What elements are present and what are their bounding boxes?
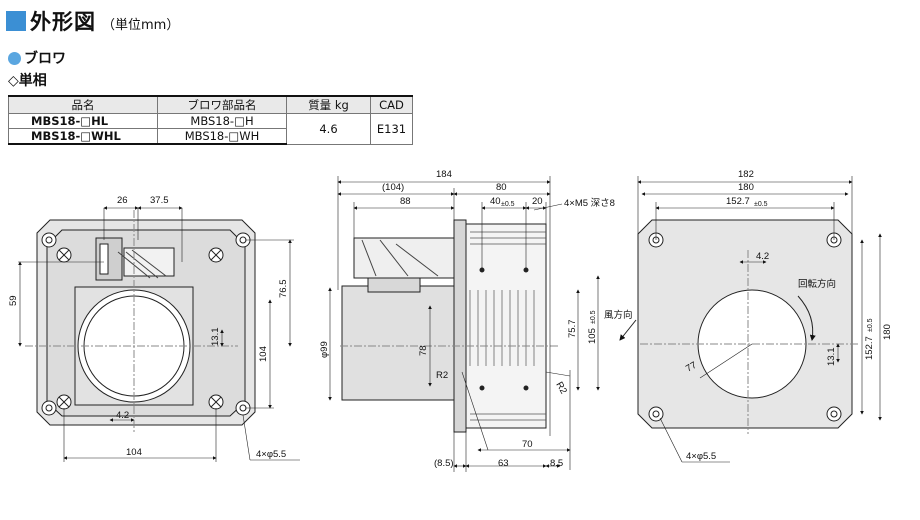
section-title: ブロワ	[24, 51, 66, 67]
airflow-label: 風方向	[604, 309, 633, 321]
screw-note: 4×M5 深さ8	[564, 198, 615, 209]
dim-80: 80	[496, 182, 507, 193]
dim-76-5: 76.5	[278, 280, 289, 299]
section-dot-icon	[8, 51, 21, 65]
dim-104-vertical: 104	[258, 346, 269, 362]
page-title: 外形図	[30, 10, 96, 34]
dim-180-vertical: 180	[882, 324, 893, 340]
dim-63: 63	[498, 458, 509, 469]
side-motor-body	[341, 285, 455, 401]
col-header-mass: 質量 kg	[286, 95, 371, 114]
header: 外形図 （単位mm）	[6, 6, 179, 36]
part-cell: MBS18-□WH	[157, 128, 287, 145]
dim-105: 105	[587, 328, 598, 344]
back-holes-note: 4×φ5.5	[686, 451, 716, 462]
section-heading: ブロワ	[8, 48, 66, 68]
table-row: MBS18-□WHL MBS18-□WH	[8, 128, 413, 145]
dim-phi99: φ99	[319, 341, 330, 358]
header-square-icon	[6, 11, 26, 31]
dim-104-paren: (104)	[382, 182, 404, 193]
dim-104-horizontal: 104	[126, 447, 142, 458]
dim-59: 59	[8, 295, 19, 306]
part-cell: MBS18-□H	[157, 113, 287, 129]
col-header-cad: CAD	[370, 95, 413, 114]
front-view-labels: 26 37.5 59 76.5 13.1 104 4.2 104 4×φ5.5	[8, 195, 289, 460]
dim-152-7-vertical: 152.7	[864, 336, 875, 360]
dim-77: 77	[684, 360, 699, 375]
dim-180-horizontal: 180	[738, 182, 754, 193]
unit-note: （単位mm）	[102, 17, 180, 33]
tol-40: ±0.5	[501, 201, 515, 208]
tol-152-7-vertical: ±0.5	[867, 318, 874, 332]
dim-13-1: 13.1	[210, 328, 221, 347]
dim-8-5-paren: (8.5)	[434, 458, 454, 469]
side-view	[328, 176, 600, 472]
rotation-label: 回転方向	[798, 278, 836, 290]
table-row: MBS18-□HL MBS18-□H 4.6 E131	[8, 113, 413, 145]
side-housing	[465, 223, 547, 429]
phase-heading: ◇単相	[8, 73, 47, 89]
dim-88: 88	[400, 196, 411, 207]
dim-13-1-back: 13.1	[826, 348, 837, 367]
tol-105: ±0.5	[590, 310, 597, 324]
product-cell: MBS18-□HL	[8, 113, 158, 129]
tol-152-7-horizontal: ±0.5	[754, 201, 768, 208]
back-view-labels: 182 180 152.7 ±0.5 4.2 回転方向 風方向 77 13.1 …	[604, 169, 893, 462]
side-view-labels: 184 (104) 80 88 40 ±0.5 20 4×M5 深さ8 φ99 …	[319, 169, 615, 469]
dim-20: 20	[532, 196, 543, 207]
side-flange	[453, 219, 467, 433]
dim-75-7: 75.7	[567, 320, 578, 339]
spec-table: 品名 ブロワ部品名 質量 kg CAD MBS18-□HL MBS18-□H 4…	[8, 95, 413, 145]
front-view	[18, 206, 300, 462]
dim-184: 184	[436, 169, 452, 180]
dim-182: 182	[738, 169, 754, 180]
dim-152-7-horizontal: 152.7	[726, 196, 750, 207]
dim-4-2: 4.2	[116, 410, 129, 421]
product-cell: MBS18-□WHL	[8, 128, 158, 145]
dim-78: 78	[418, 345, 429, 356]
dim-26: 26	[117, 195, 128, 206]
airflow-arrow	[619, 319, 637, 341]
mass-cell: 4.6	[286, 113, 371, 145]
dim-4-2-back: 4.2	[756, 251, 769, 262]
dim-70: 70	[522, 439, 533, 450]
dim-37-5: 37.5	[150, 195, 169, 206]
back-view	[619, 176, 882, 463]
dim-r2-left: R2	[436, 370, 448, 381]
cad-cell: E131	[370, 113, 413, 145]
front-holes-note: 4×φ5.5	[256, 449, 286, 460]
dim-40: 40	[490, 196, 501, 207]
dim-r2-right: R2	[553, 380, 569, 396]
side-fins	[469, 231, 546, 421]
rotation-arrow	[797, 295, 816, 341]
dim-8-5: 8.5	[550, 458, 563, 469]
